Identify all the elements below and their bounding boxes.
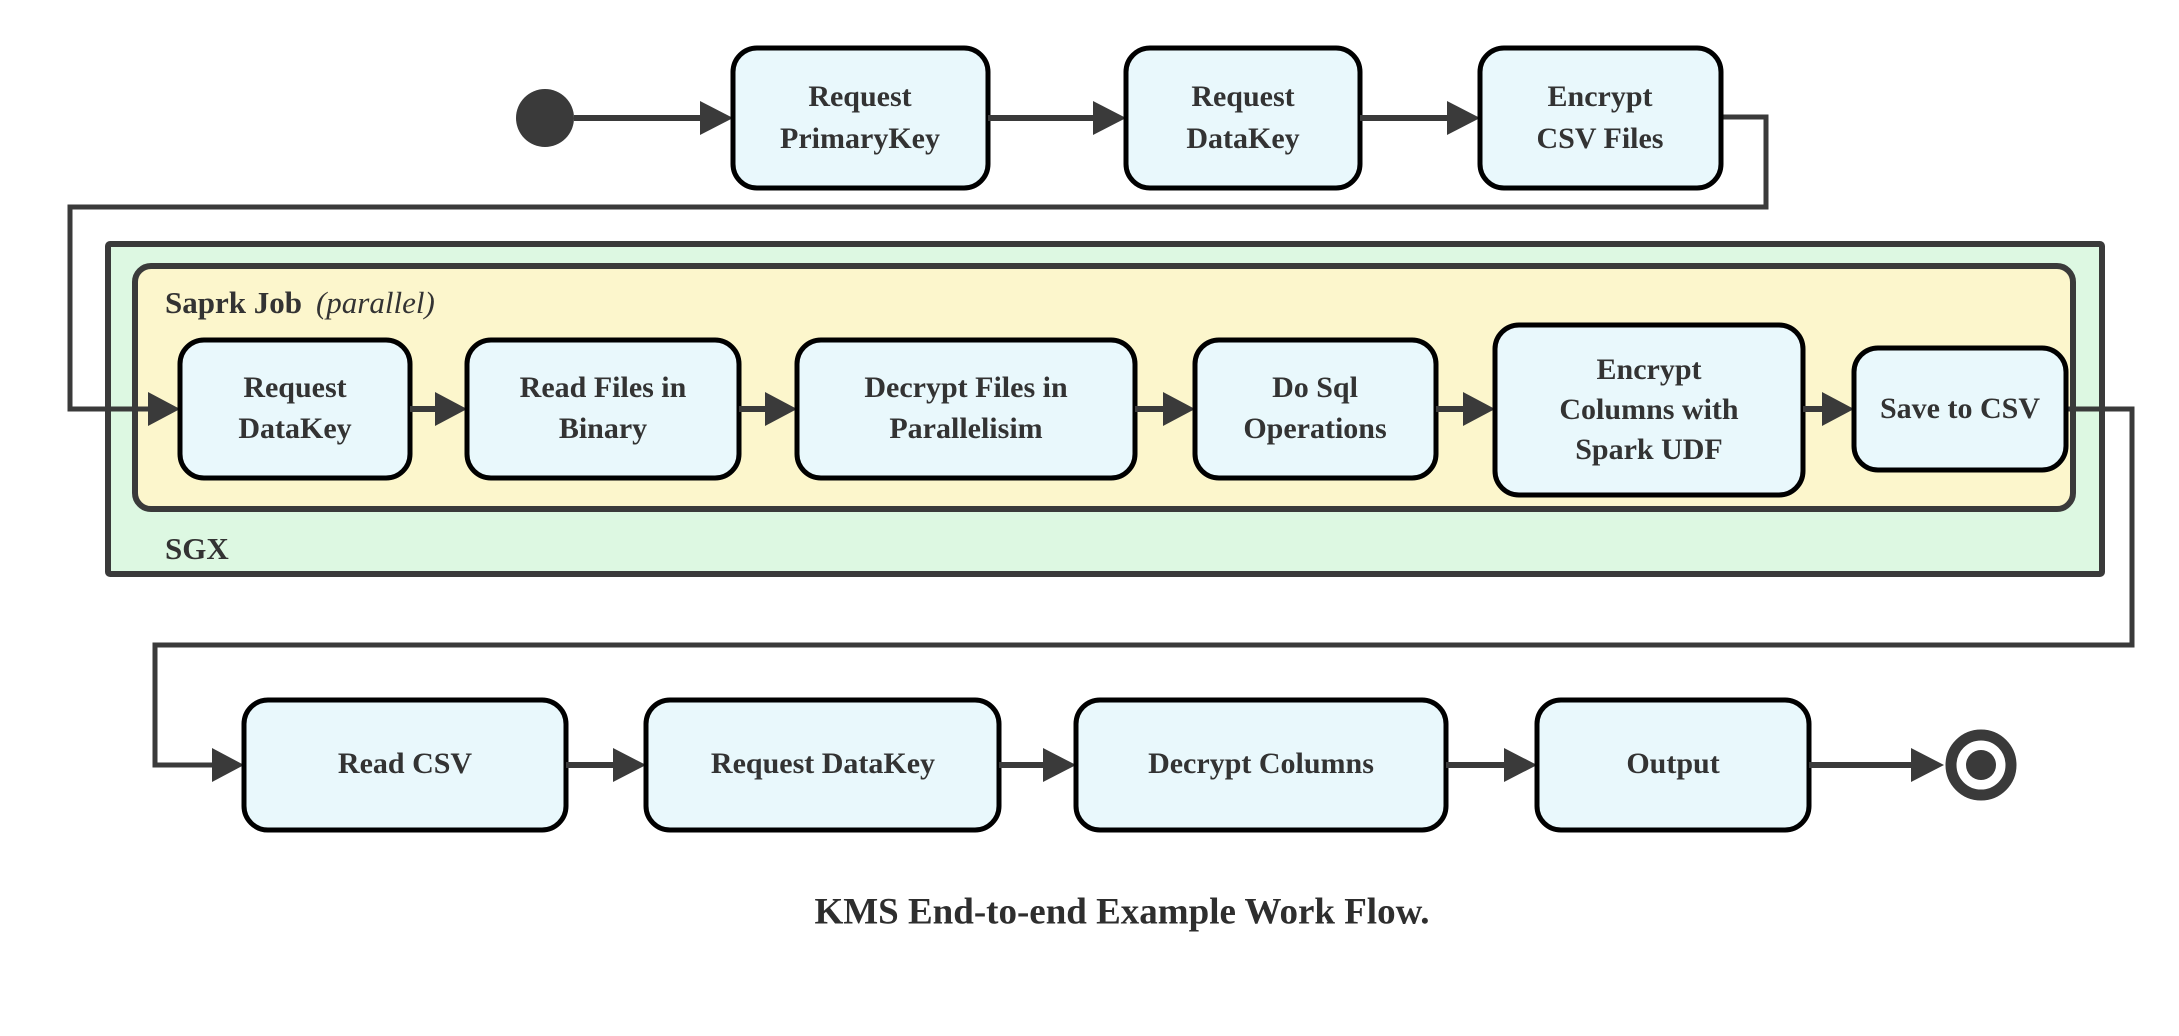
- node-request-datakey-spark[interactable]: [177, 337, 413, 481]
- node-encrypt-csv-files-line-0: Encrypt: [1548, 80, 1653, 113]
- node-request-primarykey[interactable]: [730, 45, 991, 191]
- arrowhead-to-read-csv: [212, 748, 244, 782]
- node-request-datakey-spark-line-0: Request: [243, 371, 346, 404]
- arrowhead-to-decrypt-columns: [1043, 748, 1076, 782]
- node-read-files-in-binary-line-1: Binary: [559, 412, 647, 445]
- node-read-files-in-binary-line-0: Read Files in: [520, 371, 687, 404]
- node-encrypt-columns-line-0: Encrypt: [1597, 353, 1702, 386]
- start-node: [516, 89, 574, 147]
- node-request-datakey-spark-line-1: DataKey: [238, 412, 351, 445]
- group-spark-label: Saprk Job(parallel): [165, 285, 435, 320]
- arrowhead-to-request-datakey-bottom: [613, 748, 646, 782]
- arrowhead-to-encrypt-columns: [1463, 392, 1495, 426]
- node-read-csv-line-0: Read CSV: [338, 747, 473, 780]
- node-request-primarykey-line-0: Request: [808, 80, 911, 113]
- group-sgx-label: SGX: [165, 531, 229, 566]
- node-do-sql-operations-line-1: Operations: [1243, 412, 1386, 445]
- node-encrypt-columns-line-1: Columns with: [1559, 393, 1739, 426]
- node-encrypt-columns-line-2: Spark UDF: [1575, 433, 1723, 466]
- node-decrypt-files-line-1: Parallelisim: [889, 412, 1042, 445]
- node-save-to-csv[interactable]: [1851, 345, 2069, 473]
- node-request-datakey-top[interactable]: [1123, 45, 1363, 191]
- node-request-primarykey-line-1: PrimaryKey: [780, 122, 940, 155]
- end-node-dot: [1966, 750, 1996, 780]
- end-node-ring: [1945, 729, 2017, 801]
- arrowhead-to-read-files-in-binary: [435, 392, 467, 426]
- group-spark-label-suffix: (parallel): [316, 285, 435, 320]
- edge-save-csv-to-read-csv: [152, 406, 2135, 768]
- node-read-files-in-binary[interactable]: [464, 337, 742, 481]
- node-decrypt-columns-line-0: Decrypt Columns: [1148, 747, 1374, 780]
- arrowhead-to-encrypt-csv-files: [1447, 101, 1480, 135]
- edge-encrypt-csv-to-spark-datakey: [67, 114, 1769, 412]
- node-decrypt-files-in-parallelisim[interactable]: [794, 337, 1138, 481]
- node-request-datakey-bottom-line-0: Request DataKey: [711, 747, 935, 780]
- arrowhead-to-save-to-csv: [1822, 392, 1854, 426]
- node-request-datakey-top-line-1: DataKey: [1186, 122, 1299, 155]
- diagram-caption: KMS End-to-end Example Work Flow.: [814, 891, 1429, 932]
- arrowhead-to-request-datakey-top: [1093, 101, 1126, 135]
- node-encrypt-csv-files[interactable]: [1477, 45, 1724, 191]
- node-decrypt-files-line-0: Decrypt Files in: [864, 371, 1068, 404]
- node-encrypt-csv-files-line-1: CSV Files: [1537, 122, 1664, 155]
- node-output-line-0: Output: [1626, 747, 1719, 780]
- node-do-sql-operations[interactable]: [1192, 337, 1439, 481]
- node-request-datakey-top-line-0: Request: [1191, 80, 1294, 113]
- arrowhead-to-end-node: [1911, 748, 1944, 782]
- arrowhead-to-output: [1504, 748, 1537, 782]
- node-do-sql-operations-line-0: Do Sql: [1272, 371, 1358, 404]
- arrowhead-to-decrypt-files: [765, 392, 797, 426]
- node-save-to-csv-line-0: Save to CSV: [1880, 392, 2040, 425]
- arrowhead-to-do-sql-operations: [1163, 392, 1195, 426]
- arrowhead-to-request-primarykey: [700, 101, 733, 135]
- arrowhead-to-request-datakey-spark: [148, 392, 180, 426]
